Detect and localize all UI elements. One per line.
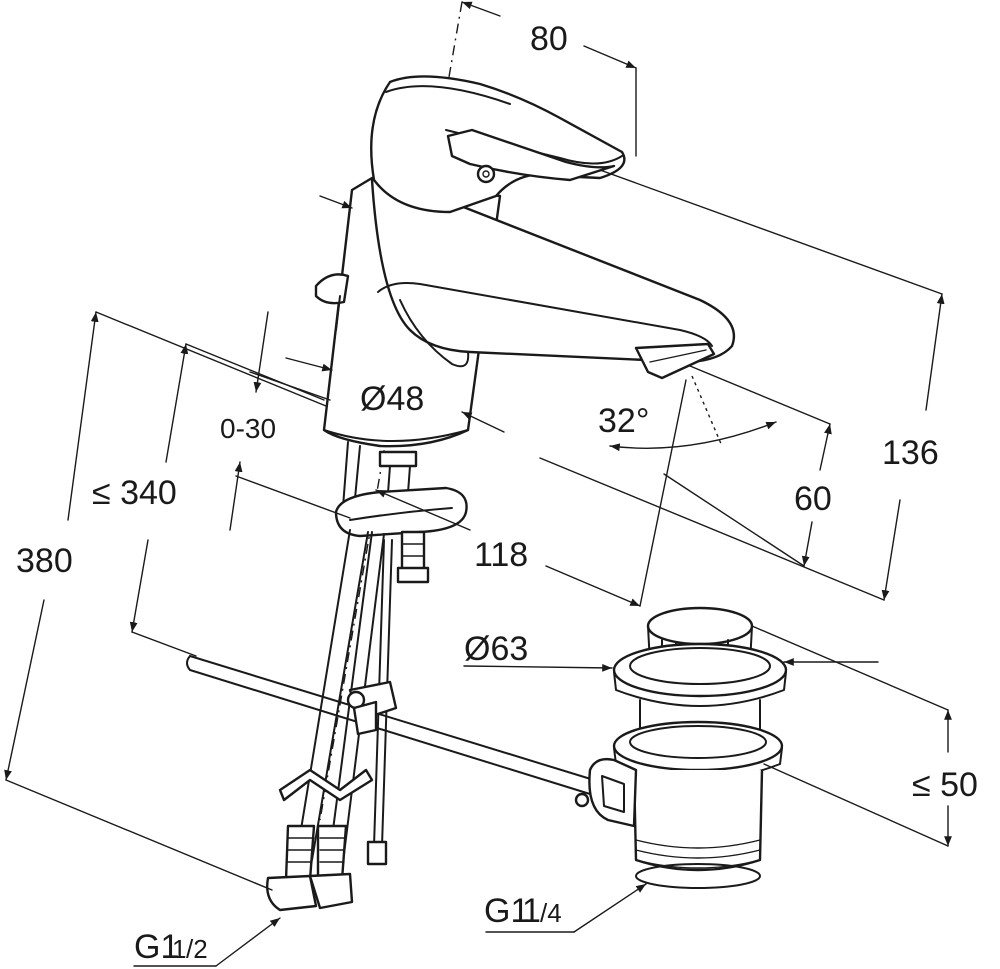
dim-waste-max: ≤ 50 (912, 766, 978, 804)
dim-hose-length: 380 (16, 542, 73, 580)
dim-spout-height: 60 (794, 480, 832, 518)
faucet-body (314, 75, 736, 448)
svg-text:/4: /4 (540, 898, 562, 928)
dim-deck-thickness: 0-30 (220, 413, 276, 444)
dim-body-diameter: Ø48 (360, 380, 424, 418)
dim-max-below: ≤ 340 (92, 474, 177, 512)
thread-supply-label: G1 1 /2 (134, 928, 208, 966)
svg-text:G1: G1 (484, 892, 529, 930)
svg-text:/2: /2 (186, 934, 208, 964)
dim-height-total: 136 (882, 434, 939, 472)
svg-text:1: 1 (522, 892, 541, 930)
dim-tap-hole-offset: 118 (474, 536, 528, 574)
dimension-lines (4, 1, 952, 967)
thread-waste-label: G1 1 /4 (484, 892, 562, 930)
mounting-assembly (266, 441, 468, 912)
svg-text:G1: G1 (134, 928, 179, 966)
waste-assembly (574, 606, 788, 889)
svg-text:1: 1 (172, 934, 186, 964)
pull-rod (186, 655, 595, 795)
dim-waste-diameter: Ø63 (464, 630, 528, 668)
dim-spout-depth: 80 (530, 20, 568, 58)
dim-angle: 32° (598, 402, 649, 440)
